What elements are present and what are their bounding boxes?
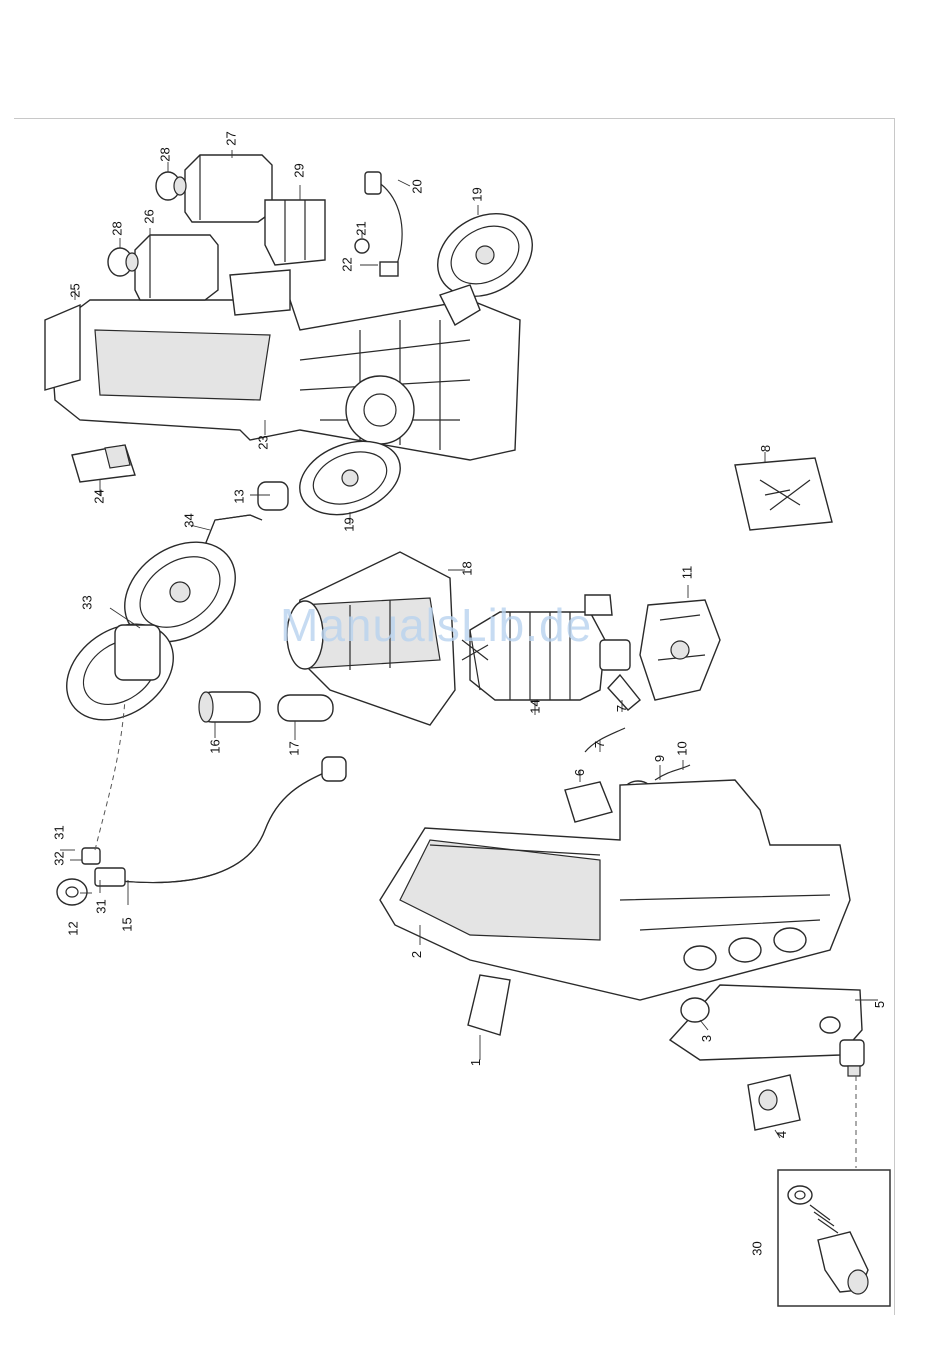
inlet-fitting xyxy=(840,1040,864,1168)
label-part-22: 22 xyxy=(341,257,354,271)
chassis-frame xyxy=(45,300,520,460)
label-part-14: 14 xyxy=(529,699,542,713)
bracket-29 xyxy=(265,200,325,265)
label-part-25: 25 xyxy=(69,283,82,297)
label-part-20: 20 xyxy=(411,179,424,193)
label-part-19a: 19 xyxy=(471,187,484,201)
label-part-28a: 28 xyxy=(111,221,124,235)
label-part-18: 18 xyxy=(461,561,474,575)
label-part-27: 27 xyxy=(225,131,238,145)
watermark: ManualsLib.de xyxy=(280,598,592,652)
label-part-34: 34 xyxy=(183,513,196,527)
label-part-6: 6 xyxy=(573,769,586,776)
assembly-dash-line xyxy=(95,700,125,850)
lower-housing-2 xyxy=(380,780,850,1000)
label-part-2: 2 xyxy=(410,951,423,958)
label-part-23: 23 xyxy=(257,435,270,449)
knob-28a xyxy=(108,248,138,276)
cover-box-27 xyxy=(185,155,272,222)
cover-box-26 xyxy=(135,235,218,300)
label-part-21: 21 xyxy=(355,221,368,235)
label-part-10: 10 xyxy=(676,741,689,755)
label-part-9: 9 xyxy=(653,755,666,762)
label-part-1: 1 xyxy=(469,1059,482,1066)
label-part-30: 30 xyxy=(751,1241,764,1255)
pump-bracket-11 xyxy=(640,600,720,700)
nozzle-holder-4 xyxy=(748,1075,800,1130)
label-part-28b: 28 xyxy=(159,147,172,161)
fitting-32 xyxy=(82,848,100,864)
label-part-7a: 7 xyxy=(593,741,606,748)
label-part-32: 32 xyxy=(53,851,66,865)
label-part-31a: 31 xyxy=(53,825,66,839)
label-part-24: 24 xyxy=(93,489,106,503)
handle-1 xyxy=(468,975,510,1035)
label-part-5: 5 xyxy=(873,1001,886,1008)
label-part-13: 13 xyxy=(233,489,246,503)
label-part-3: 3 xyxy=(700,1035,713,1042)
capacitor-16 xyxy=(199,692,260,722)
front-panel-5 xyxy=(670,985,862,1060)
label-part-19b: 19 xyxy=(343,517,356,531)
knob-3 xyxy=(681,998,709,1022)
label-part-15: 15 xyxy=(121,917,134,931)
label-part-11: 11 xyxy=(680,566,693,580)
hose-15 xyxy=(95,757,346,886)
bracket-6 xyxy=(565,782,612,822)
label-part-7b: 7 xyxy=(615,705,628,712)
nut-12 xyxy=(57,879,87,905)
label-part-17: 17 xyxy=(288,741,301,755)
clip-24 xyxy=(72,445,135,482)
label-part-16: 16 xyxy=(209,739,222,753)
accessory-bag-8 xyxy=(735,458,832,530)
label-part-26: 26 xyxy=(143,209,156,223)
label-part-4: 4 xyxy=(775,1131,788,1138)
label-part-8: 8 xyxy=(759,445,772,452)
label-part-29: 29 xyxy=(293,163,306,177)
inlet-filter-30 xyxy=(778,1170,890,1306)
switch-plate xyxy=(230,270,290,315)
label-part-12: 12 xyxy=(67,921,80,935)
knob-28b xyxy=(156,172,186,200)
label-part-33: 33 xyxy=(81,595,94,609)
label-part-31b: 31 xyxy=(95,899,108,913)
capacitor-17 xyxy=(278,695,333,721)
